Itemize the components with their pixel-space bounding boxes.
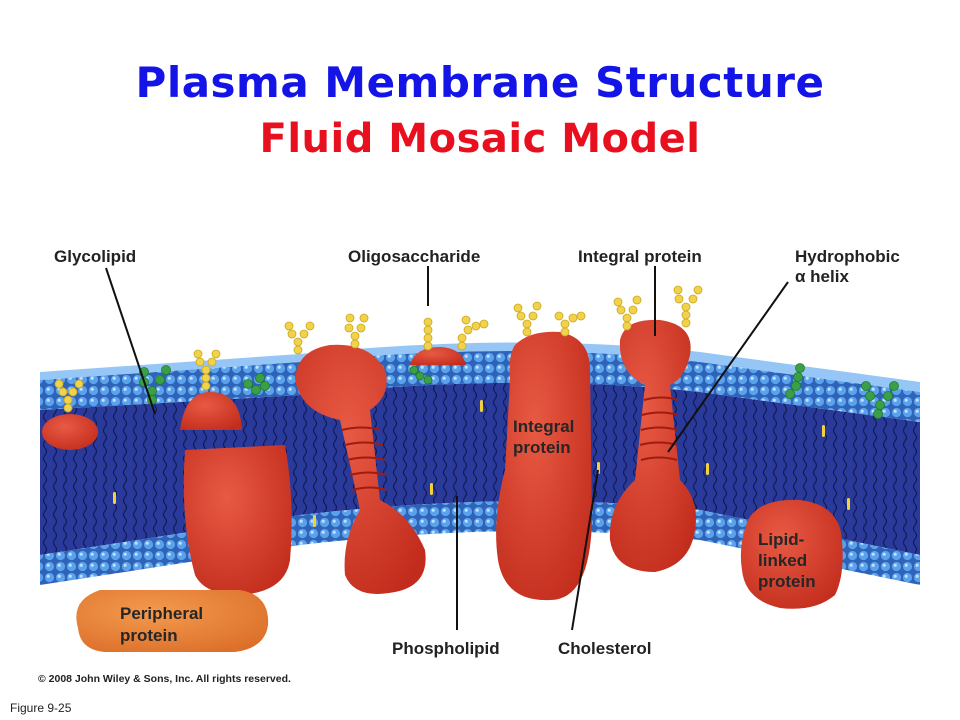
oligosaccharide-protein-dome xyxy=(410,347,466,365)
label-integral-protein: Integral protein xyxy=(578,247,702,266)
label-lipid-linked-3: protein xyxy=(758,572,816,591)
figure-label: Figure 9-25 xyxy=(10,701,72,715)
label-lipid-linked-1: Lipid- xyxy=(758,530,804,549)
label-alpha-helix: α helix xyxy=(795,267,849,286)
glycolipid-head xyxy=(42,414,98,450)
label-peripheral-1: Peripheral xyxy=(120,604,203,623)
small-protein-dome xyxy=(180,392,242,430)
label-lipid-linked-2: linked xyxy=(758,551,807,570)
copyright-notice: © 2008 John Wiley & Sons, Inc. All right… xyxy=(38,673,291,685)
integral-protein-left xyxy=(183,445,292,595)
integral-protein-center xyxy=(496,331,592,601)
outer-leaflet xyxy=(40,351,920,422)
label-phospholipid: Phospholipid xyxy=(392,639,500,658)
diagram-subtitle: Fluid Mosaic Model xyxy=(259,116,701,162)
label-peripheral-2: protein xyxy=(120,626,178,645)
outer-surface xyxy=(40,342,920,392)
helix-protein-right xyxy=(609,319,696,572)
label-hydrophobic: Hydrophobic xyxy=(795,247,900,266)
helix-ridges-left xyxy=(341,426,387,491)
label-integral-inner-1: Integral xyxy=(513,417,574,436)
label-integral-inner-2: protein xyxy=(513,438,571,457)
lipid-linked-protein xyxy=(740,499,843,609)
helix-ridges-right xyxy=(639,396,679,461)
diagram-title: Plasma Membrane Structure xyxy=(135,58,825,107)
label-oligosaccharide: Oligosaccharide xyxy=(348,247,480,266)
label-glycolipid: Glycolipid xyxy=(54,247,136,266)
leader-lines xyxy=(105,266,789,631)
oligosaccharide-chains xyxy=(54,285,703,413)
label-cholesterol: Cholesterol xyxy=(558,639,652,658)
helix-protein-left xyxy=(295,344,426,594)
peripheral-protein xyxy=(76,590,269,652)
